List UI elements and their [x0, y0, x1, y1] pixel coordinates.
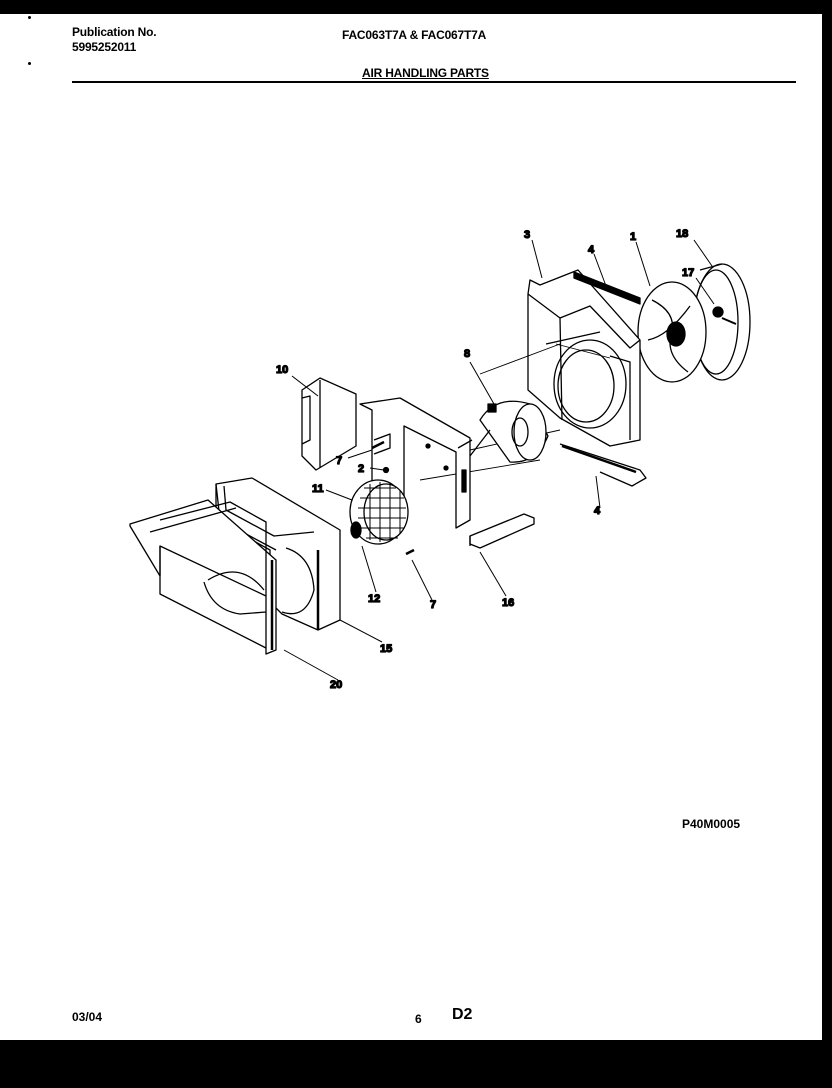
callout-20: 20 [330, 679, 342, 691]
callout-15: 15 [380, 643, 392, 655]
part-16-bracket [469, 513, 535, 549]
part-8-motor [469, 400, 549, 463]
callout-4: 4 [588, 244, 595, 256]
callout-16: 16 [502, 597, 514, 609]
callout-18: 18 [676, 228, 688, 240]
callout-3: 3 [524, 229, 530, 241]
part-12-hub [350, 521, 362, 539]
motor-mount-plate [359, 397, 473, 529]
exploded-parts-diagram: 3 4 1 18 17 8 10 7 2 11 12 4 7 16 15 20 [129, 227, 751, 692]
section-title: AIR HANDLING PARTS [362, 66, 489, 80]
header-rule [72, 81, 796, 83]
callout-7: 7 [430, 599, 436, 611]
part-11-blower-wheel [349, 479, 409, 545]
part-3-scroll-housing [527, 269, 641, 447]
punch-mark [28, 62, 31, 65]
callout-7: 7 [336, 455, 342, 467]
callout-17: 17 [682, 267, 694, 279]
part-1-fan-blade [637, 281, 707, 383]
part-20-front-frame [129, 499, 277, 655]
model-numbers: FAC063T7A & FAC067T7A [342, 28, 487, 42]
page-code: D2 [452, 1006, 473, 1023]
publication-label: Publication No. [72, 25, 157, 39]
callout-11: 11 [312, 483, 324, 495]
part-7-screws [371, 440, 415, 556]
callout-1: 1 [630, 231, 636, 243]
scan-border-top [0, 0, 832, 14]
part-4-rails [559, 271, 647, 487]
part-17-screw [712, 306, 737, 325]
revision-date: 03/04 [72, 1010, 103, 1024]
callout-4: 4 [594, 505, 601, 517]
publication-number: 5995252011 [72, 40, 137, 54]
scan-border-right [822, 0, 832, 1088]
scan-border-bottom [0, 1040, 832, 1088]
callout-8: 8 [464, 348, 470, 360]
drawing-number: P40M0005 [682, 817, 741, 831]
punch-mark [28, 16, 31, 19]
part-10-bracket [301, 377, 357, 471]
callout-10: 10 [276, 364, 288, 376]
callout-2: 2 [358, 463, 364, 475]
callout-12: 12 [368, 593, 380, 605]
leader-lines [283, 239, 715, 681]
page-number: 6 [415, 1012, 422, 1026]
part-15-scroll [215, 477, 341, 631]
